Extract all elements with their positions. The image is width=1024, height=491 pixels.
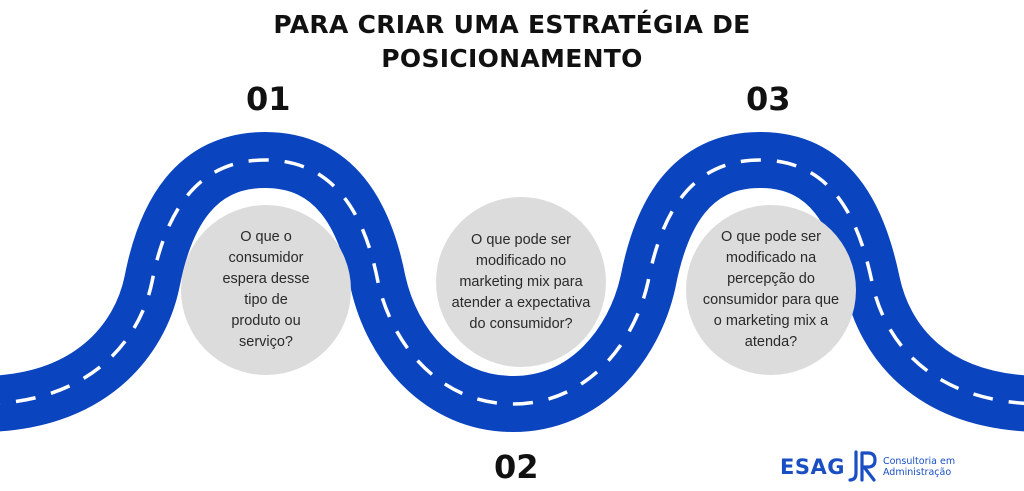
logo-tagline-line-1: Consultoria em [882, 456, 956, 467]
logo-tagline: Consultoria em Administração [883, 456, 955, 478]
step-2-line: atender a expectativa [451, 294, 591, 311]
diagram-title: PARA CRIAR UMA ESTRATÉGIA DE POSICIONAME… [0, 8, 1024, 76]
step-text-1: O que o consumidor espera desse tipo de … [211, 227, 321, 353]
step-bubble-1: O que o consumidor espera desse tipo de … [181, 205, 351, 375]
step-1-line: O que o [240, 229, 292, 245]
step-3-line: O que pode ser [721, 229, 821, 245]
esag-jr-logo: ESAG Consultoria em Administração [780, 447, 955, 487]
step-1-line: espera desse [222, 271, 310, 287]
step-3-line: modificado na [725, 250, 817, 266]
step-bubble-2: O que pode ser modificado no marketing m… [436, 197, 606, 367]
title-line-2: POSICIONAMENTO [381, 44, 643, 73]
step-bubble-3: O que pode ser modificado na percepção d… [686, 205, 856, 375]
jr-mark-icon [848, 450, 877, 482]
step-number-3: 03 [746, 80, 791, 118]
step-text-3: O que pode ser modificado na percepção d… [696, 227, 846, 353]
step-3-line: percepção do [727, 271, 815, 287]
step-1-line: serviço? [239, 334, 293, 350]
step-2-line: modificado no [475, 252, 567, 269]
step-1-line: produto ou [231, 313, 301, 329]
logo-brand: ESAG [780, 455, 845, 479]
logo-tagline-line-2: Administração [882, 467, 952, 478]
step-2-line: do consumidor? [469, 315, 573, 332]
road-lane-markings [0, 158, 1024, 406]
step-3-line: o marketing mix a [713, 313, 829, 329]
step-2-line: marketing mix para [459, 273, 583, 290]
title-line-1: PARA CRIAR UMA ESTRATÉGIA DE [273, 10, 751, 39]
step-1-line: consumidor [228, 250, 304, 266]
step-text-2: O que pode ser modificado no marketing m… [446, 230, 596, 335]
step-number-2: 02 [494, 448, 539, 486]
step-number-1: 01 [246, 80, 291, 118]
step-2-line: O que pode ser [471, 231, 571, 248]
step-3-line: consumidor para que [702, 292, 840, 308]
step-3-line: atenda? [744, 334, 798, 350]
step-1-line: tipo de [244, 292, 288, 308]
